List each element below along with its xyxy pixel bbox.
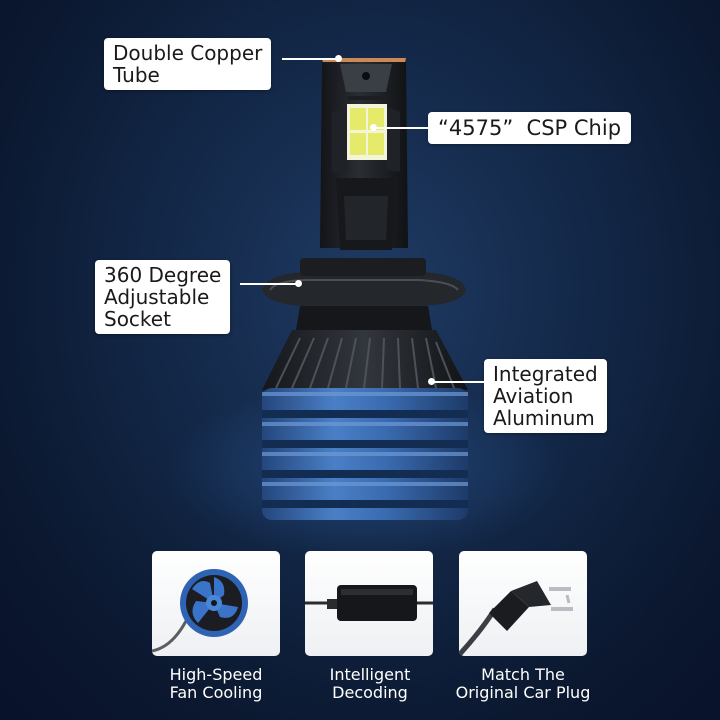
aluminum-body: [262, 388, 468, 520]
feature-label-line: Original Car Plug: [455, 683, 591, 702]
callout-line: Double Copper: [113, 41, 263, 65]
callout-line: Integrated: [493, 362, 598, 386]
callout-line: Adjustable: [104, 285, 210, 309]
leader-dot: [370, 124, 377, 131]
leader-line: [432, 381, 484, 383]
feature-label-line: Fan Cooling: [169, 683, 263, 702]
leader-line: [374, 127, 428, 129]
feature-label-line: Match The: [481, 665, 565, 684]
decoder-module-icon: [305, 585, 433, 621]
cooling-fan-icon: [152, 569, 248, 653]
h7-plug-icon: [459, 581, 573, 656]
feature-card-car-plug: [459, 551, 587, 656]
leader-dot: [295, 280, 302, 287]
feature-label-line: Decoding: [332, 683, 408, 702]
callout-line: 360 Degree: [104, 263, 222, 287]
callout-line: Socket: [104, 307, 171, 331]
callout-line: Tube: [113, 63, 160, 87]
feature-label-line: High-Speed: [169, 665, 263, 684]
callout-line: “4575” CSP Chip: [438, 116, 622, 140]
feature-label-fan-cooling: High-Speed Fan Cooling: [126, 666, 306, 702]
fin-heatsink: [262, 330, 468, 390]
leader-line: [240, 283, 298, 285]
feature-label-line: Intelligent: [329, 665, 411, 684]
callout-adjustable-socket: 360 Degree Adjustable Socket: [95, 260, 231, 334]
leader-line: [282, 58, 338, 60]
callout-double-copper-tube: Double Copper Tube: [104, 38, 272, 90]
feature-label-decoding: Intelligent Decoding: [280, 666, 460, 702]
callout-aviation-aluminum: Integrated Aviation Aluminum: [484, 359, 607, 433]
callout-line: Aviation: [493, 384, 574, 408]
callout-csp-chip: “4575” CSP Chip: [428, 112, 632, 144]
feature-card-decoding: [305, 551, 433, 656]
feature-label-car-plug: Match The Original Car Plug: [433, 666, 613, 702]
csp-chip: [347, 104, 387, 160]
callout-line: Aluminum: [493, 406, 595, 430]
feature-card-fan-cooling: [152, 551, 280, 656]
adjustable-socket: [262, 258, 466, 330]
leader-dot: [335, 55, 342, 62]
leader-dot: [428, 378, 435, 385]
